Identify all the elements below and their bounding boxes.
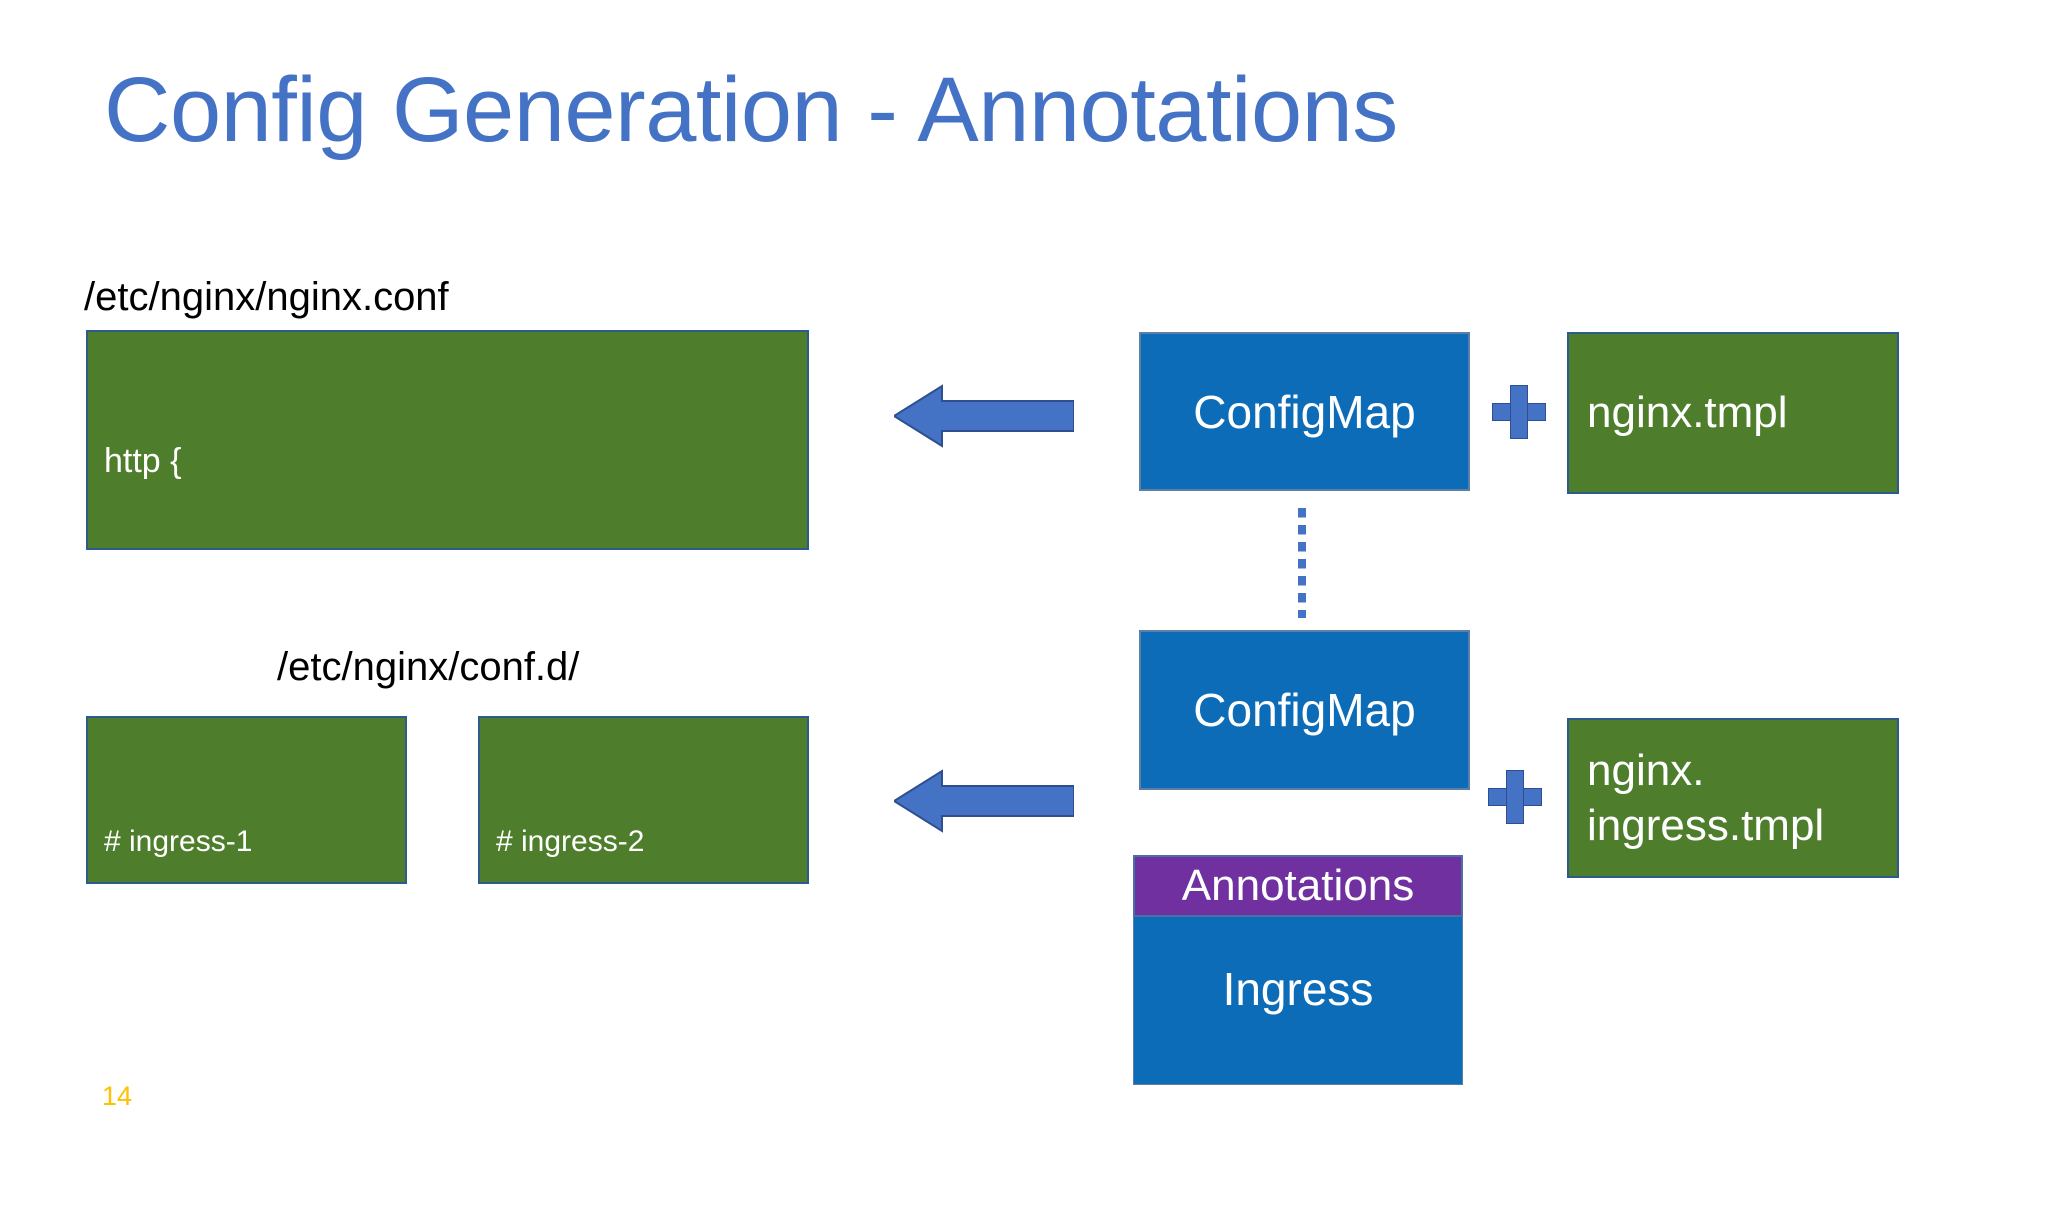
code-box-ingress-1: # ingress-1 upstream { . . . } server { … [86,716,407,1114]
code-line: # ingress-1 [104,825,253,859]
code-box-nginx-conf: http { . . . include /etc/nginx/conf.d/*… [86,330,809,897]
code-line: upstream { . . . } [496,952,708,986]
left-arrow-bottom-icon [894,769,1074,833]
path-label-nginx-conf: /etc/nginx/nginx.conf [84,275,449,319]
page-title: Config Generation - Annotations [104,59,1398,161]
code-block: # ingress-1 upstream { . . . } server { … [88,718,405,1223]
annotations-banner: Annotations [1133,855,1463,917]
left-arrow-top-icon [894,384,1074,448]
plus-vertical-bar [1506,770,1524,824]
code-block: # ingress-2 upstream { . . . } server { … [480,718,807,1223]
code-line: . . . [104,581,161,620]
annotations-label: Annotations [1181,861,1415,910]
ingress-label: Ingress [1222,963,1374,1015]
plus-icon-bottom [1488,770,1542,824]
code-box-ingress-2: # ingress-2 upstream { . . . } server { … [478,716,809,1114]
template-label: nginx. ingress.tmpl [1587,746,1825,850]
code-line: http { [104,442,182,481]
code-line: upstream { . . . } [104,952,316,986]
code-line: server { . . . } [104,1080,275,1114]
path-label-conf-d: /etc/nginx/conf.d/ [277,645,580,689]
plus-icon-top [1492,385,1546,439]
slide-canvas: Config Generation - Annotations /etc/ngi… [84,59,1899,1114]
plus-vertical-bar [1510,385,1528,439]
dotted-connector-line [1298,508,1306,618]
template-box-nginx-ingress-tmpl: nginx. ingress.tmpl [1567,718,1899,878]
configmap-label: ConfigMap [1193,684,1416,736]
template-label: nginx.tmpl [1587,388,1788,438]
configmap-box-bottom: ConfigMap [1139,630,1470,790]
configmap-label: ConfigMap [1193,385,1416,438]
code-line: server { . . . } [496,1080,667,1114]
template-box-nginx-tmpl: nginx.tmpl [1567,332,1899,494]
code-line: # ingress-2 [496,825,645,859]
page-number: 14 [102,1081,133,1111]
configmap-box-top: ConfigMap [1139,332,1470,491]
